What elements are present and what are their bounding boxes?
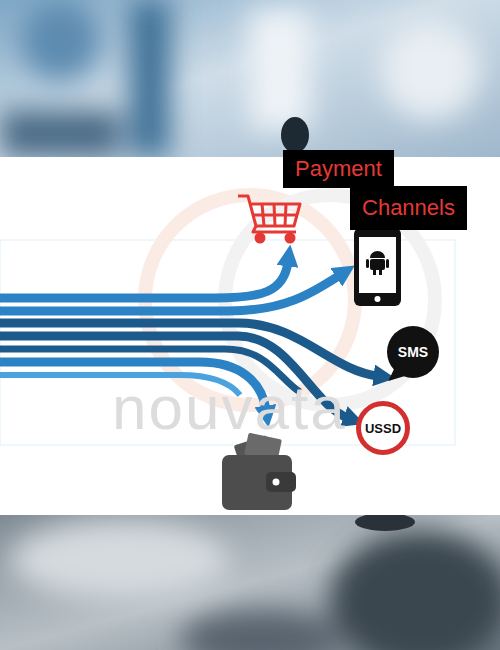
ussd-circle: USSD	[352, 397, 414, 459]
sms-bubble: SMS	[383, 322, 443, 382]
title-box: Payment	[283, 150, 394, 188]
phone-icon	[354, 228, 401, 306]
heading-text: Channels	[362, 195, 455, 221]
white-band	[0, 157, 500, 515]
cart-icon	[238, 196, 300, 242]
channel-label: USSD	[365, 421, 401, 436]
watermark-text: nouvata	[112, 372, 347, 443]
photo-top	[0, 0, 500, 157]
photo-bottom	[0, 515, 500, 650]
wallet-icon	[222, 433, 296, 510]
title-box: Channels	[350, 186, 467, 230]
channel-label: SMS	[398, 344, 428, 360]
heading-text: Payment	[295, 156, 382, 182]
